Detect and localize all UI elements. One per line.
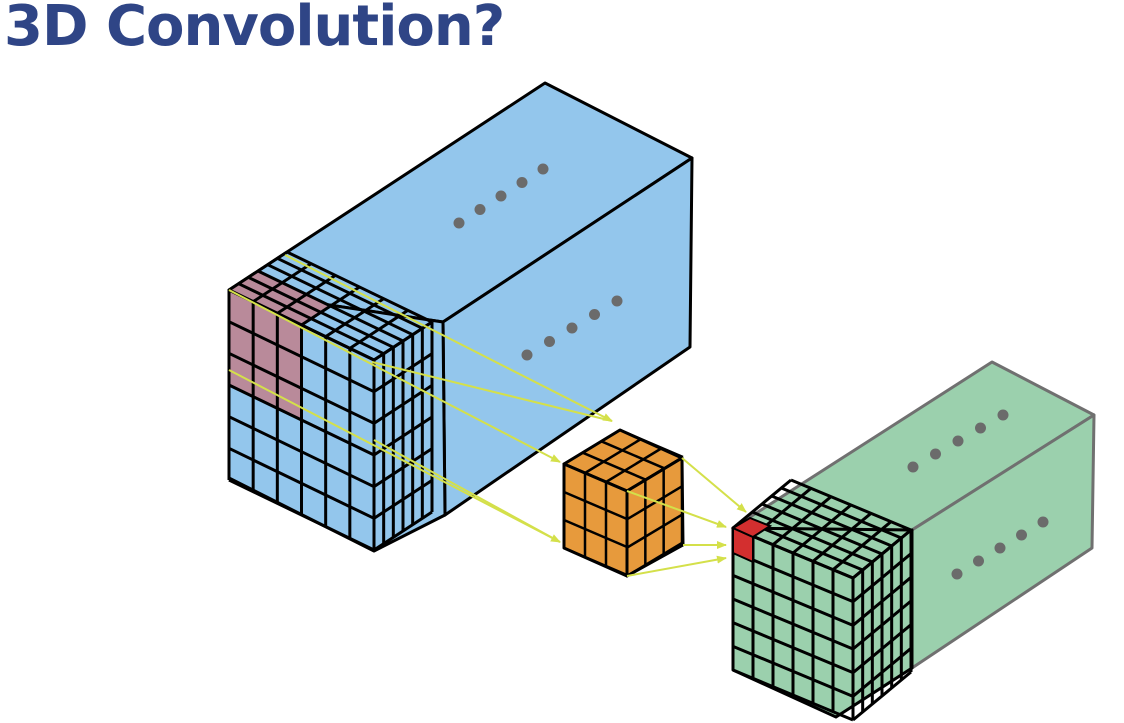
grid-line — [286, 250, 433, 324]
grid-line — [732, 597, 854, 651]
page-title: 3D Convolution? — [4, 0, 505, 59]
dot — [951, 568, 963, 580]
output-volume — [730, 360, 1096, 722]
grid-line — [228, 446, 375, 520]
grid-line — [761, 502, 883, 556]
continuation-dots — [951, 516, 1049, 580]
grid-line — [584, 437, 642, 475]
arrow — [228, 369, 561, 543]
dot — [997, 409, 1009, 421]
dot — [495, 190, 507, 202]
dot — [589, 309, 600, 320]
grid-line — [563, 518, 628, 549]
grid-line — [238, 282, 385, 356]
grid-line — [619, 428, 684, 459]
receptive-field-front — [229, 290, 302, 420]
grid-line — [732, 668, 854, 722]
receptive-field-top — [229, 271, 331, 325]
grid-line — [751, 510, 873, 564]
grid-line — [228, 383, 375, 457]
dot — [544, 336, 555, 347]
grid-line — [228, 415, 375, 489]
output-cell-highlight-top — [730, 516, 773, 539]
dot — [975, 422, 986, 434]
grid-line — [790, 478, 912, 532]
dot — [516, 177, 528, 188]
dot — [453, 217, 465, 229]
grid-line — [852, 552, 912, 603]
arrow — [373, 439, 561, 543]
grid-line — [373, 384, 433, 425]
grid-line — [276, 256, 423, 330]
continuation-dots — [521, 295, 623, 361]
grid-line — [732, 621, 854, 675]
grid-line — [780, 486, 902, 540]
grid-line — [257, 269, 404, 343]
dot — [930, 448, 941, 460]
grid-line — [228, 351, 375, 425]
continuation-dots — [453, 163, 549, 229]
continuation-dots — [907, 409, 1009, 473]
input-volume — [227, 81, 694, 553]
grid-line — [626, 456, 683, 493]
grid-line — [582, 451, 647, 481]
grid-line — [373, 479, 433, 520]
grid-line — [732, 644, 854, 698]
dot — [1037, 516, 1049, 528]
dot — [994, 542, 1006, 554]
arrow — [371, 361, 613, 422]
arrow — [626, 555, 727, 577]
grid-line — [563, 490, 628, 521]
kernel-grid — [562, 428, 684, 578]
grid-line — [626, 541, 683, 578]
arrow — [626, 490, 727, 528]
dot — [907, 461, 919, 473]
grid-line — [563, 428, 621, 466]
grid-line — [600, 440, 665, 470]
dot — [1016, 529, 1027, 541]
dot — [474, 204, 486, 215]
grid-line — [626, 485, 683, 521]
grid-line — [228, 320, 375, 394]
grid-line — [852, 623, 912, 674]
grid-line — [563, 462, 628, 493]
grid-line — [563, 546, 628, 577]
grid-line — [771, 494, 893, 548]
grid-line — [852, 576, 912, 627]
grid-line — [605, 446, 663, 484]
dot — [566, 322, 578, 334]
grid-line — [228, 478, 375, 552]
input-grid — [227, 250, 434, 552]
grid-line — [626, 513, 683, 549]
dot — [537, 163, 549, 175]
grid-line — [373, 352, 433, 393]
grid-line — [852, 670, 912, 722]
projection-arrows — [626, 457, 747, 577]
grid-line — [247, 275, 394, 349]
grid-line — [852, 599, 912, 651]
grid-line — [373, 510, 433, 552]
projection-arrows — [228, 254, 613, 543]
arrow — [284, 254, 613, 422]
arrow — [681, 457, 747, 513]
grid-line — [732, 573, 854, 627]
arrow — [228, 289, 561, 463]
kernel-cube — [562, 428, 685, 578]
dot — [973, 555, 984, 567]
dot — [952, 435, 964, 447]
dot — [521, 349, 533, 361]
grid-line — [852, 647, 912, 698]
grid-line — [373, 320, 433, 362]
dot — [611, 295, 623, 307]
grid-line — [373, 447, 433, 488]
grid-line — [852, 528, 912, 580]
grid-line — [373, 415, 433, 457]
grid-line — [267, 263, 414, 337]
